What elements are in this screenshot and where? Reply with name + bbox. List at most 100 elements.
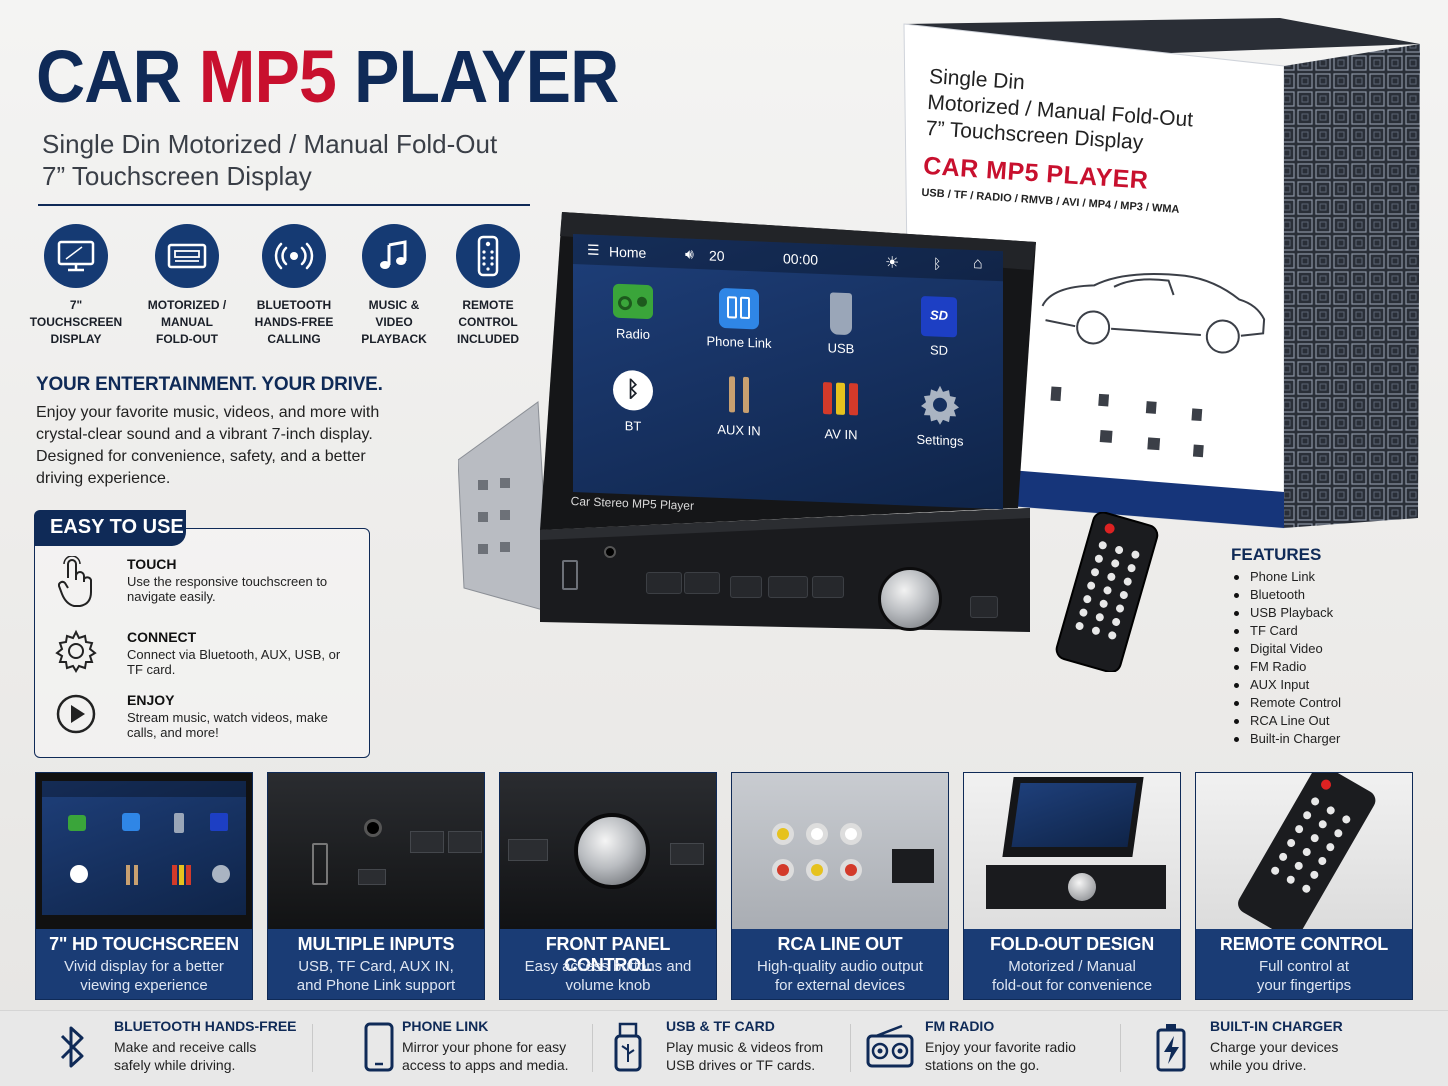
feature-label: MOTORIZED / MANUAL FOLD-OUT — [147, 298, 227, 346]
strip-phone-link: PHONE LINK Mirror your phone for easy ac… — [360, 1016, 600, 1080]
features-heading: FEATURES — [1231, 545, 1322, 564]
music-note-icon — [362, 224, 426, 288]
list-item: RCA Line Out — [1234, 712, 1341, 730]
play-pause-button[interactable] — [768, 576, 808, 598]
app-bt[interactable]: ᛒ BT — [595, 369, 671, 435]
strip-charger: BUILT-IN CHARGER Charge your devices whi… — [1152, 1016, 1402, 1080]
volume-knob[interactable] — [878, 567, 942, 631]
list-item: FM Radio — [1234, 658, 1341, 676]
strip-divider — [1120, 1024, 1121, 1072]
remote-control — [1044, 511, 1168, 674]
app-label: AUX IN — [717, 421, 761, 439]
screen-home-label[interactable]: Home — [609, 243, 647, 261]
list-item: Bluetooth — [1234, 586, 1341, 604]
app-usb[interactable]: USB — [803, 291, 879, 357]
list-item: Phone Link — [1234, 568, 1341, 586]
easy-item-body: Use the responsive touchscreen to naviga… — [127, 574, 328, 604]
skip-forward-button[interactable] — [812, 576, 844, 598]
feature-touchscreen: 7" TOUCHSCREEN DISPLAY — [26, 224, 126, 348]
list-item: Built-in Charger — [1234, 730, 1341, 748]
card-inputs: MULTIPLE INPUTS USB, TF Card, AUX IN, an… — [267, 772, 485, 1000]
feature-motorized: MOTORIZED / MANUAL FOLD-OUT — [137, 224, 237, 348]
list-item: Digital Video — [1234, 640, 1341, 658]
list-item: TF Card — [1234, 622, 1341, 640]
card-image-rca — [732, 773, 948, 929]
radio-icon — [613, 283, 653, 320]
strip-heading: USB & TF CARD — [666, 1018, 775, 1034]
app-settings[interactable]: Settings — [895, 381, 985, 450]
card-touchscreen: 7" HD TOUCHSCREEN Vivid display for a be… — [35, 772, 253, 1000]
strip-body: Charge your devices while you drive. — [1210, 1039, 1339, 1073]
easy-item-heading: TOUCH — [127, 556, 177, 572]
signal-waves-icon — [262, 224, 326, 288]
strip-heading: PHONE LINK — [402, 1018, 489, 1034]
back-button[interactable] — [684, 572, 720, 594]
eject-button[interactable] — [970, 596, 998, 618]
sd-card-icon: SD — [921, 295, 957, 338]
screen-clock: 00:00 — [783, 250, 819, 268]
app-label: USB — [827, 340, 855, 357]
feature-bluetooth: BLUETOOTH HANDS-FREE CALLING — [244, 224, 344, 348]
home-menu-icon[interactable]: ☰ — [587, 241, 600, 259]
strip-body: Enjoy your favorite radio stations on th… — [925, 1039, 1076, 1073]
page-title: CAR MP5 PLAYER — [36, 40, 619, 114]
entertainment-body: Enjoy your favorite music, videos, and m… — [36, 404, 380, 487]
easy-to-use-title: EASY TO USE — [34, 510, 186, 546]
app-sd[interactable]: SD SD — [901, 295, 977, 359]
skip-back-button[interactable] — [730, 576, 762, 598]
subtitle-line-2: 7” Touchscreen Display — [42, 161, 312, 191]
strip-body: Play music & videos from USB drives or T… — [666, 1039, 824, 1073]
strip-divider — [312, 1024, 313, 1072]
strip-body: Make and receive calls safely while driv… — [114, 1039, 257, 1073]
card-image-inputs — [268, 773, 484, 929]
bluetooth-status-icon[interactable]: ᛒ — [933, 255, 942, 272]
home-icon[interactable]: ⌂ — [973, 255, 983, 273]
volume-icon[interactable]: 🔊︎ — [685, 245, 694, 262]
card-image-fold-out — [964, 773, 1180, 929]
title-player: PLAYER — [335, 35, 619, 118]
card-title: 7" HD TOUCHSCREEN — [49, 934, 239, 954]
brightness-icon[interactable]: ☀ — [885, 254, 900, 273]
strip-divider — [850, 1024, 851, 1072]
bluetooth-app-icon: ᛒ — [613, 369, 653, 412]
strip-heading: BUILT-IN CHARGER — [1210, 1018, 1343, 1034]
app-aux-in[interactable]: AUX IN — [693, 373, 785, 440]
easy-item-body: Connect via Bluetooth, AUX, USB, or TF c… — [127, 647, 341, 677]
settings-gear-icon — [918, 382, 962, 428]
app-phone-link[interactable]: Phone Link — [693, 287, 785, 352]
card-image-remote — [1196, 773, 1412, 929]
play-icon — [54, 692, 98, 736]
card-body: High-quality audio output for external d… — [757, 958, 923, 994]
stereo-unit: ☰ Home 🔊︎ 20 00:00 ☀ ᛒ ⌂ Radio Phone Lin… — [458, 212, 1038, 652]
usb-port — [562, 560, 578, 590]
rca-plug-icon — [819, 378, 863, 420]
stereo-unit-icon — [155, 224, 219, 288]
app-label: BT — [624, 418, 642, 434]
app-av-in[interactable]: AV IN — [803, 377, 879, 443]
aux-plug-icon — [719, 374, 759, 416]
card-title: RCA LINE OUT — [777, 934, 903, 954]
card-remote: REMOTE CONTROL Full control at your fing… — [1195, 772, 1413, 1000]
strip-heading: FM RADIO — [925, 1018, 995, 1034]
feature-label: MUSIC & VIDEO PLAYBACK — [361, 298, 427, 346]
charger-icon — [1152, 1020, 1192, 1076]
screen-volume: 20 — [709, 247, 725, 265]
strip-divider — [592, 1024, 593, 1072]
feature-remote: REMOTE CONTROL INCLUDED — [438, 224, 538, 348]
app-radio[interactable]: Radio — [595, 283, 671, 343]
card-body: USB, TF Card, AUX IN, and Phone Link sup… — [296, 958, 456, 994]
card-body: Vivid display for a better viewing exper… — [64, 958, 224, 994]
gear-icon — [54, 629, 98, 673]
list-item: AUX Input — [1234, 676, 1341, 694]
easy-item-heading: CONNECT — [127, 629, 197, 645]
feature-label: BLUETOOTH HANDS-FREE CALLING — [254, 298, 334, 346]
card-body: Full control at your fingertips — [1256, 958, 1352, 994]
card-image-front-panel — [500, 773, 716, 929]
stereo-screen[interactable]: ☰ Home 🔊︎ 20 00:00 ☀ ᛒ ⌂ Radio Phone Lin… — [573, 234, 1003, 510]
bottom-strip — [0, 1010, 1448, 1086]
title-car: CAR — [36, 35, 199, 118]
subtitle-line-1: Single Din Motorized / Manual Fold-Out — [42, 129, 498, 159]
prev-button[interactable] — [646, 572, 682, 594]
bluetooth-icon — [52, 1020, 92, 1076]
card-rca: RCA LINE OUT High-quality audio output f… — [731, 772, 949, 1000]
